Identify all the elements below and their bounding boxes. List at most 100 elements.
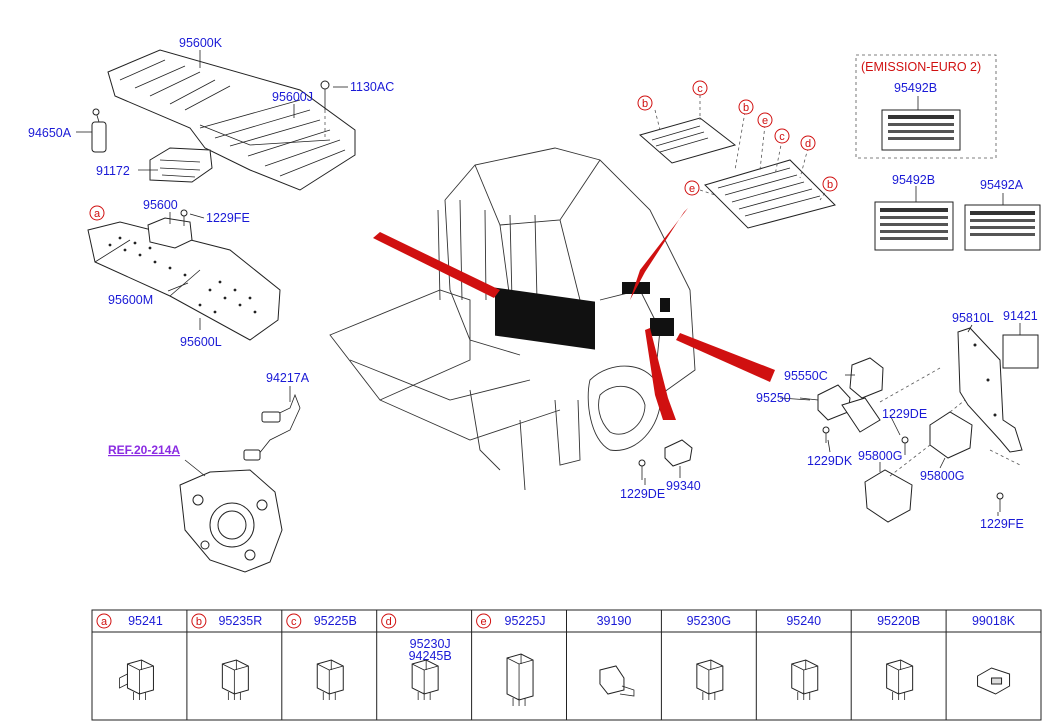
dashed-guide-lines <box>879 367 1021 477</box>
part-label-95800G: 95800G <box>920 469 964 483</box>
table-column: 39190 <box>597 614 635 697</box>
part-label-94217A: 94217A <box>266 371 310 385</box>
part-number: 95235R <box>218 614 262 628</box>
sensor-99340-icon <box>664 439 693 467</box>
part-label-95250: 95250 <box>756 391 791 405</box>
sensor-94650A-icon <box>91 108 107 153</box>
ecu-95800G-lower-icon <box>864 469 913 523</box>
location-pointer-red-icon <box>373 208 775 420</box>
part-label-95492B: 95492B <box>892 173 935 187</box>
callout-e: e <box>684 180 700 196</box>
part-number: 95241 <box>128 614 163 628</box>
decal-label-icon <box>638 95 836 229</box>
relay-95550C-icon <box>849 357 884 399</box>
cable-94217A-icon <box>243 393 301 461</box>
svg-text:a: a <box>94 208 101 220</box>
bracket-91172-icon <box>149 147 213 183</box>
part-number: 95230J <box>410 637 451 651</box>
junction-cover-upper-icon <box>107 49 356 191</box>
relay-icon <box>221 659 249 700</box>
relay-icon <box>696 659 724 700</box>
info-label-95492B-icon <box>874 201 954 251</box>
leader-lines <box>76 50 1021 516</box>
part-label-91421: 91421 <box>1003 309 1038 323</box>
svg-text:b: b <box>827 179 833 191</box>
part-label-95550C: 95550C <box>784 369 828 383</box>
part-label-95600: 95600 <box>143 198 178 212</box>
part-label-95600M: 95600M <box>108 293 153 307</box>
table-column: e 95225J <box>476 613 546 706</box>
column-marker <box>191 613 207 629</box>
part-label-95600L: 95600L <box>180 335 222 349</box>
svg-text:b: b <box>642 98 648 110</box>
column-marker-label: d <box>386 616 392 628</box>
column-marker-label: e <box>481 616 487 628</box>
part-number: 99018K <box>972 614 1016 628</box>
part-number: 39190 <box>597 614 632 628</box>
column-marker <box>381 613 397 629</box>
screw-1229DE-icon <box>638 426 1004 512</box>
table-column: a 95241 <box>96 613 163 700</box>
part-label-95810L: 95810L <box>952 311 994 325</box>
table-column: 95240 <box>786 614 821 700</box>
relay-with-bracket-icon <box>119 659 154 700</box>
bracket-95810L-icon <box>957 327 1023 453</box>
svg-text:e: e <box>689 183 695 195</box>
column-marker <box>96 613 112 629</box>
part-label-1229FE: 1229FE <box>206 211 250 225</box>
callout-b: b <box>738 99 754 115</box>
truck-cab-illustration <box>329 147 696 491</box>
part-label-95800G-lower: 95800G <box>858 449 902 463</box>
bolt-1130AC-icon <box>320 80 330 138</box>
callout-c: c <box>692 80 708 96</box>
flywheel-housing-icon <box>179 469 283 573</box>
part-label-99340: 99340 <box>666 479 701 493</box>
svg-text:c: c <box>779 131 785 143</box>
callout-b: b <box>822 176 838 192</box>
part-label-95492B-emission: 95492B <box>894 81 937 95</box>
emission-note: (EMISSION-EURO 2) <box>861 60 981 74</box>
callout-d: d <box>800 135 816 151</box>
table-column: 95230G <box>687 614 731 700</box>
table-column: 95220B <box>877 614 920 700</box>
svg-text:e: e <box>762 115 768 127</box>
svg-text:d: d <box>805 138 811 150</box>
relay-icon <box>316 659 344 700</box>
relay-icon <box>791 659 819 700</box>
callout-a: a <box>89 205 105 221</box>
micro-relay-icon <box>411 659 439 700</box>
relay-icon <box>886 659 914 700</box>
info-label-95492A-icon <box>964 204 1041 251</box>
part-number: 95230G <box>687 614 731 628</box>
relay-tall-icon <box>506 653 534 706</box>
part-label-91172: 91172 <box>96 164 130 178</box>
callout-c: c <box>774 128 790 144</box>
column-marker-label: c <box>291 616 297 628</box>
part-label-95600K: 95600K <box>179 36 223 50</box>
part-label-1229DE-lower: 1229DE <box>620 487 665 501</box>
part-label-95492A: 95492A <box>980 178 1024 192</box>
ecu-95800G-icon <box>929 411 973 459</box>
part-label-95600J: 95600J <box>272 90 313 104</box>
part-number: 95220B <box>877 614 920 628</box>
module-95600-icon <box>147 217 193 249</box>
svg-text:c: c <box>697 83 703 95</box>
svg-text:b: b <box>743 102 749 114</box>
column-marker-label: a <box>101 616 108 628</box>
part-number: 95240 <box>786 614 821 628</box>
column-marker <box>286 613 302 629</box>
column-marker <box>476 613 492 629</box>
fuse-block-icon <box>977 667 1011 695</box>
part-number: 95225J <box>505 614 546 628</box>
part-label-94650A: 94650A <box>28 126 72 140</box>
part-number: 94245B <box>409 649 452 663</box>
table-column: 99018K <box>972 614 1016 695</box>
relay-bracket-icon <box>599 665 635 697</box>
ref-link-20-214A[interactable]: REF.20-214A <box>108 443 180 457</box>
callout-b: b <box>637 95 653 111</box>
connector-95250-icon <box>779 384 881 433</box>
